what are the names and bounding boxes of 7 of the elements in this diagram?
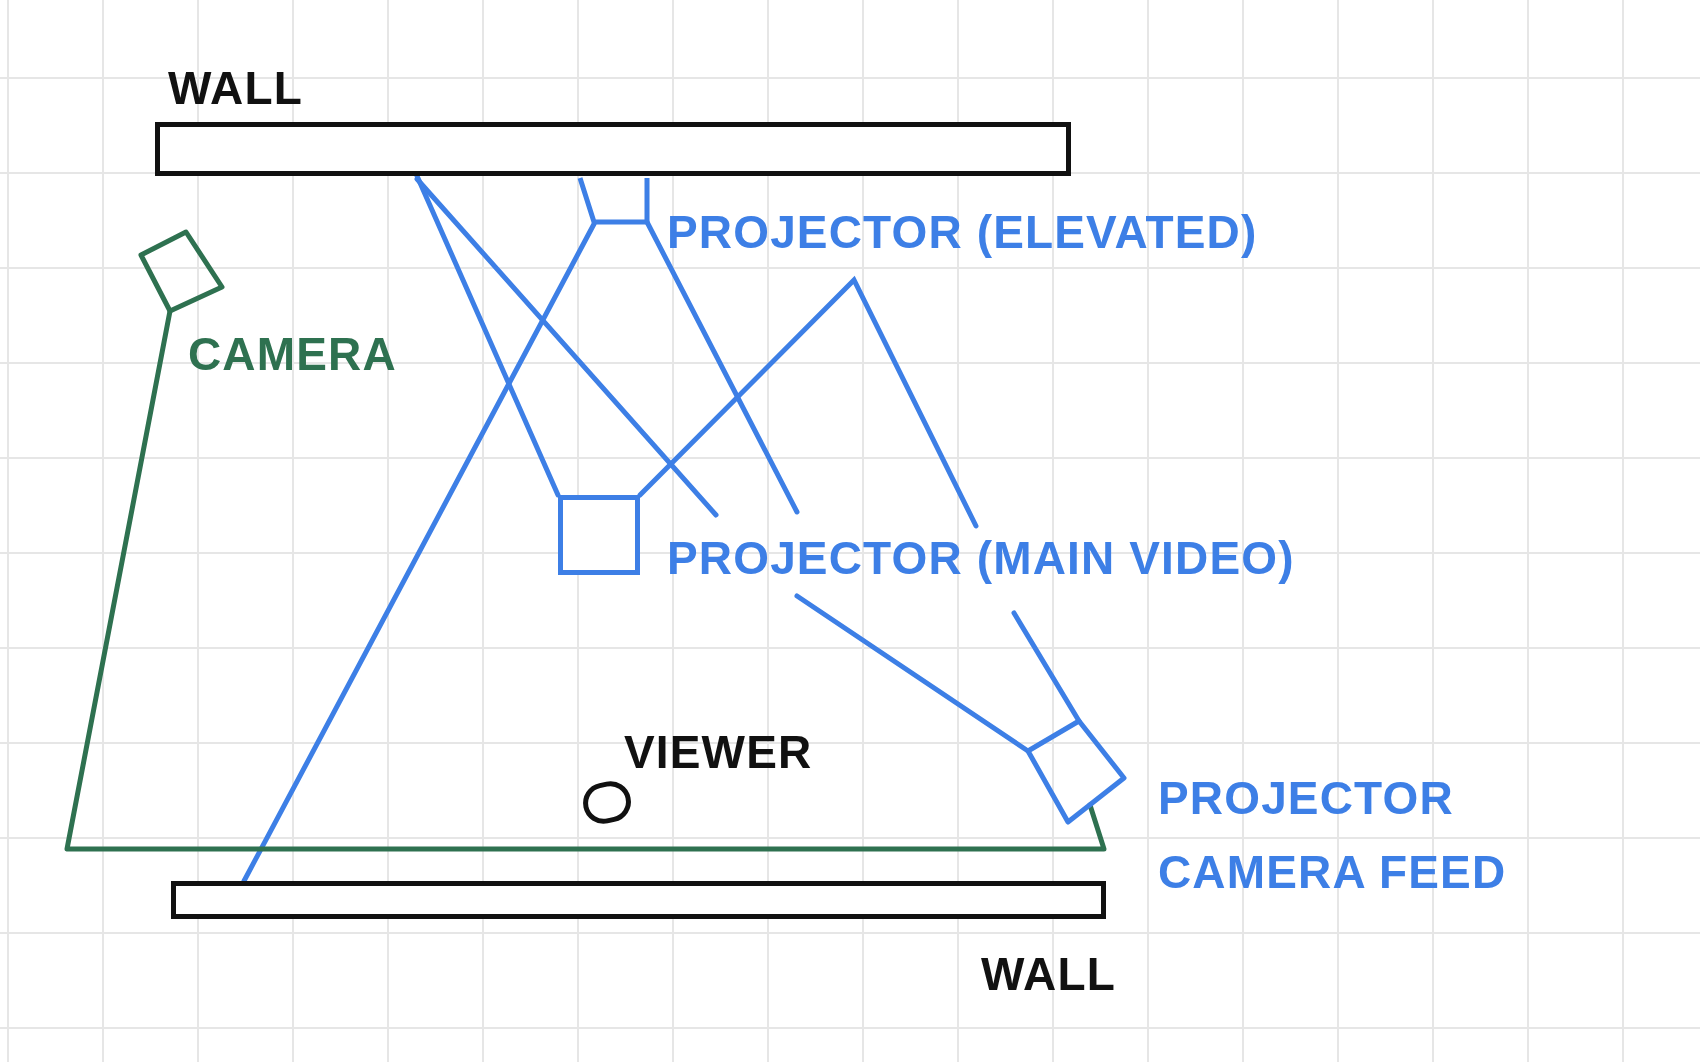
label-text: CAMERA (188, 327, 398, 382)
label-text: PROJECTOR (MAIN VIDEO) (667, 531, 1296, 586)
label-text: WALL (981, 947, 1117, 1002)
label-text: WALL (168, 61, 304, 116)
label-text: PROJECTOR CAMERA FEED (1158, 771, 1508, 900)
label-text: VIEWER (624, 725, 814, 780)
label-text: PROJECTOR (ELEVATED) (667, 205, 1259, 260)
